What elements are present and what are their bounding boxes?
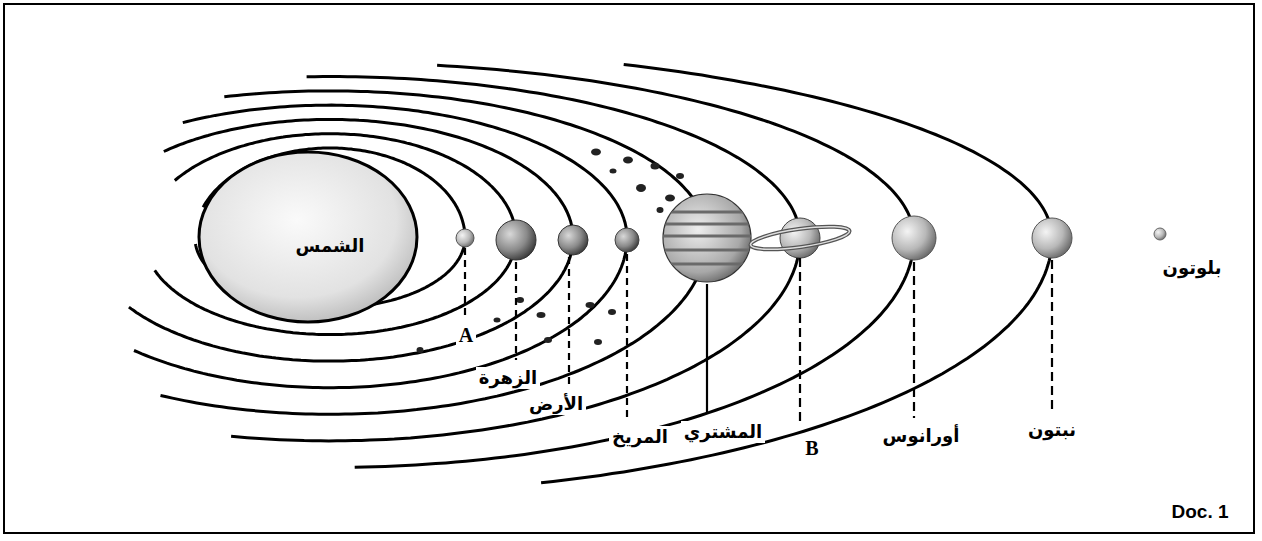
sun-circle: الشمس (197, 150, 419, 324)
planet-name: الأرض (526, 393, 586, 416)
planet-name: بلوتون (1160, 257, 1225, 280)
mars (615, 228, 639, 252)
orbit-line (161, 91, 708, 414)
orbit-line (155, 134, 516, 335)
orbit-line (541, 64, 1052, 482)
planet-name: المريخ (609, 426, 671, 449)
planet-name: الزهرة (476, 367, 540, 390)
neptune (1032, 218, 1072, 258)
saturn (749, 218, 851, 258)
jupiter (660, 194, 755, 282)
planet-letter: A (456, 324, 476, 347)
earth (558, 225, 588, 255)
planet-name: المشتري (681, 421, 765, 444)
document-number: Doc. 1 (1168, 501, 1231, 523)
uranus (892, 216, 936, 260)
asteroid-belt (417, 149, 685, 354)
sun-label: الشمس (296, 235, 365, 256)
pluto (1154, 228, 1166, 240)
planet-name: أورانوس (880, 425, 963, 448)
planet-letter: B (802, 437, 821, 460)
orbit-line (134, 105, 627, 388)
leader-lines (465, 248, 1052, 424)
mercury (456, 229, 474, 247)
planet-name: نبتون (1025, 419, 1079, 442)
orbit-line (355, 65, 914, 467)
orbit-line (129, 119, 573, 361)
frame-border (3, 3, 1255, 534)
venus (496, 220, 536, 260)
